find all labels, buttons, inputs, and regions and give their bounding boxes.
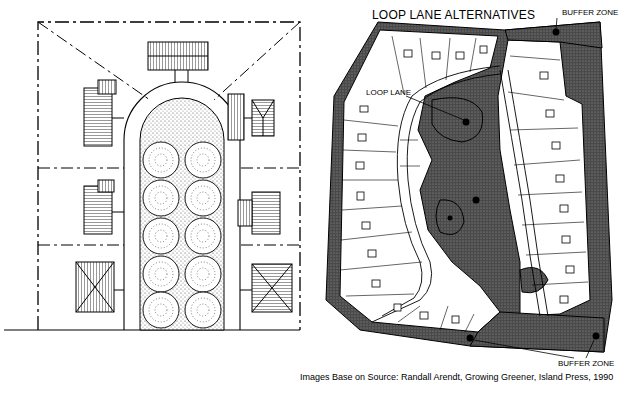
- loop-lane-road: [372, 66, 548, 322]
- loop-lane-plan: [326, 22, 612, 352]
- lane-label: LOOP LANE: [366, 88, 411, 97]
- cul-de-sac-plan: [4, 22, 300, 330]
- houses: [76, 42, 292, 312]
- zone-label: BUFFER ZONE: [562, 8, 618, 17]
- trees: [143, 142, 221, 328]
- lot-houses: [356, 46, 574, 323]
- source-caption: Images Base on Source: Randall Arendt, G…: [300, 372, 613, 382]
- diagram-title: LOOP LANE ALTERNATIVES: [372, 9, 535, 23]
- lot-lines: [340, 36, 588, 332]
- zone-label: BUFFER ZONE: [558, 359, 614, 368]
- leader-lines: [406, 18, 594, 358]
- tree-texture: [149, 148, 215, 322]
- callout-dots: [448, 29, 600, 342]
